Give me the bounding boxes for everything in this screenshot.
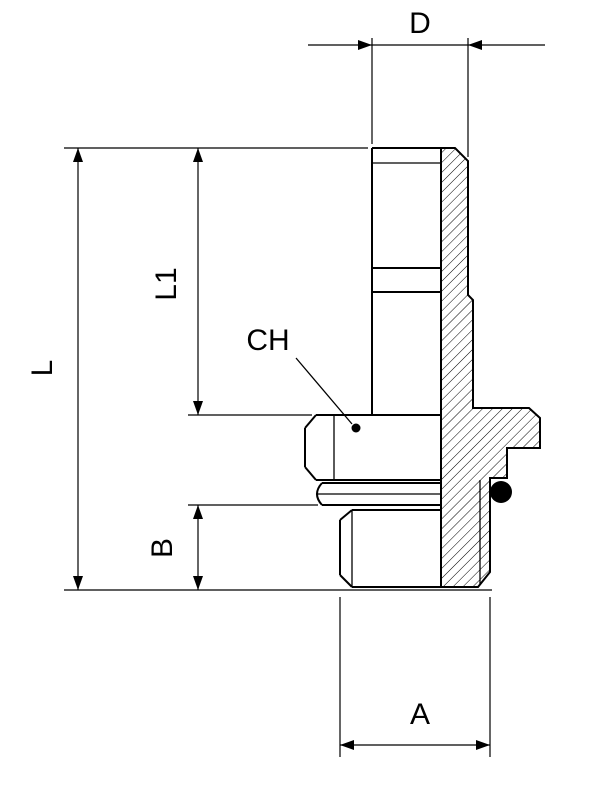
dim-label-ch: CH (246, 324, 289, 357)
stud-top-left-chamfer (339, 509, 353, 521)
ch-callout: CH (246, 324, 361, 433)
a-arrow-right (476, 740, 490, 750)
o-ring (490, 481, 512, 503)
ch-leader-line (295, 357, 353, 425)
b-arrow-top (193, 505, 203, 519)
threaded-stud (339, 480, 481, 588)
b-arrow-bottom (193, 576, 203, 590)
hex-nut (304, 414, 441, 481)
dim-label-l1: L1 (150, 267, 183, 300)
dim-label-l: L (26, 360, 59, 377)
hex-bottom-left-chamfer (304, 466, 317, 481)
dimension-l: L (26, 147, 492, 591)
dimension-b: B (146, 504, 318, 590)
l-arrow-top (73, 148, 83, 162)
dim-label-a: A (410, 698, 430, 731)
dimension-a: A (339, 597, 491, 757)
ch-leader-dot (351, 423, 361, 433)
l1-arrow-top (193, 148, 203, 162)
l-arrow-bottom (73, 576, 83, 590)
dimension-l1: L1 (150, 148, 312, 416)
stud-bottom-left-chamfer (339, 574, 353, 588)
hex-top-left-chamfer (304, 414, 317, 429)
stem-outline (371, 147, 441, 415)
section-hatch-body (440, 147, 541, 588)
fitting-body (304, 147, 541, 588)
d-arrow-left (358, 40, 372, 50)
dim-label-d: D (409, 7, 431, 40)
dim-label-b: B (146, 538, 179, 558)
a-arrow-left (340, 740, 354, 750)
sealing-washer (316, 482, 441, 506)
dimension-d: D (308, 7, 545, 157)
washer-left-cap (316, 482, 323, 506)
d-arrow-right (468, 40, 482, 50)
l1-arrow-bottom (193, 401, 203, 415)
